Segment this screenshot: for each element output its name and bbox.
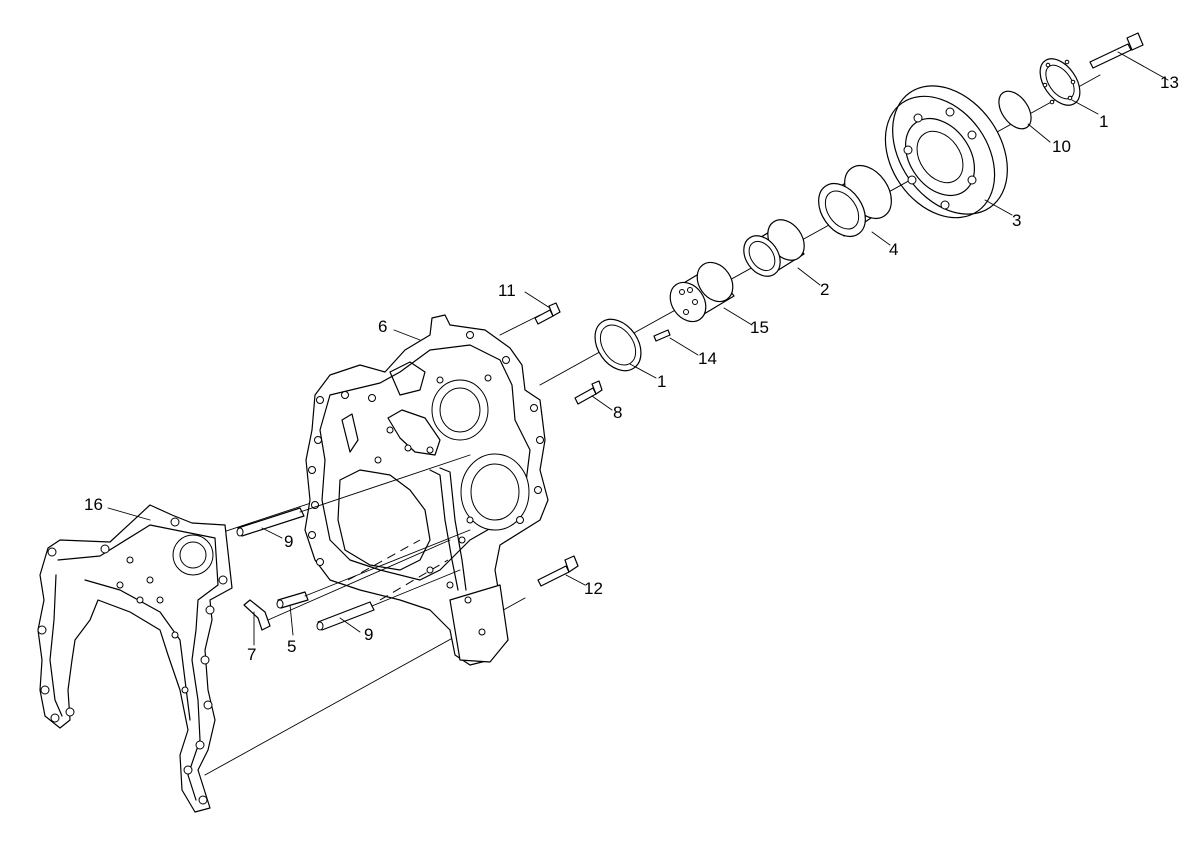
leader-lines [107, 51, 1169, 646]
callout-16: 16 [84, 495, 103, 514]
callout-15: 15 [750, 318, 769, 337]
callout-13: 13 [1160, 73, 1179, 92]
callout-1-rear: 1 [1099, 112, 1108, 131]
callout-14: 14 [698, 349, 717, 368]
long-screw [1089, 32, 1144, 69]
callout-11: 11 [498, 281, 516, 300]
callout-7: 7 [247, 645, 256, 664]
callout-labels: 13 1 10 3 4 2 15 14 1 8 11 6 12 9 9 5 7 … [84, 73, 1179, 664]
bolt-long [537, 555, 579, 587]
callout-4: 4 [889, 240, 898, 259]
bolt-middle [574, 380, 603, 405]
callout-9-upper: 9 [284, 532, 293, 551]
pipe-bracket [243, 599, 271, 631]
dowel-pin-upper [236, 507, 305, 537]
seal-ring-front [594, 318, 642, 372]
dowel-pin-lower [316, 601, 375, 631]
bushing [743, 219, 805, 277]
callout-2: 2 [820, 280, 829, 299]
o-ring [998, 90, 1032, 130]
callout-1-front: 1 [657, 372, 666, 391]
hub [669, 261, 735, 323]
pulley [884, 85, 1008, 219]
locating-pin [653, 329, 671, 342]
bolt-top [534, 302, 561, 325]
gasket-plate [37, 504, 233, 813]
callout-12: 12 [584, 579, 603, 598]
callout-6: 6 [378, 317, 387, 336]
stud [276, 591, 309, 609]
bearing [818, 165, 892, 237]
callout-8: 8 [613, 403, 622, 422]
callout-3: 3 [1012, 211, 1021, 230]
callout-9-lower: 9 [364, 625, 373, 644]
seal-ring-rear [1039, 58, 1081, 106]
callout-5: 5 [287, 637, 296, 656]
guide-rods [267, 454, 471, 621]
callout-10: 10 [1052, 137, 1071, 156]
